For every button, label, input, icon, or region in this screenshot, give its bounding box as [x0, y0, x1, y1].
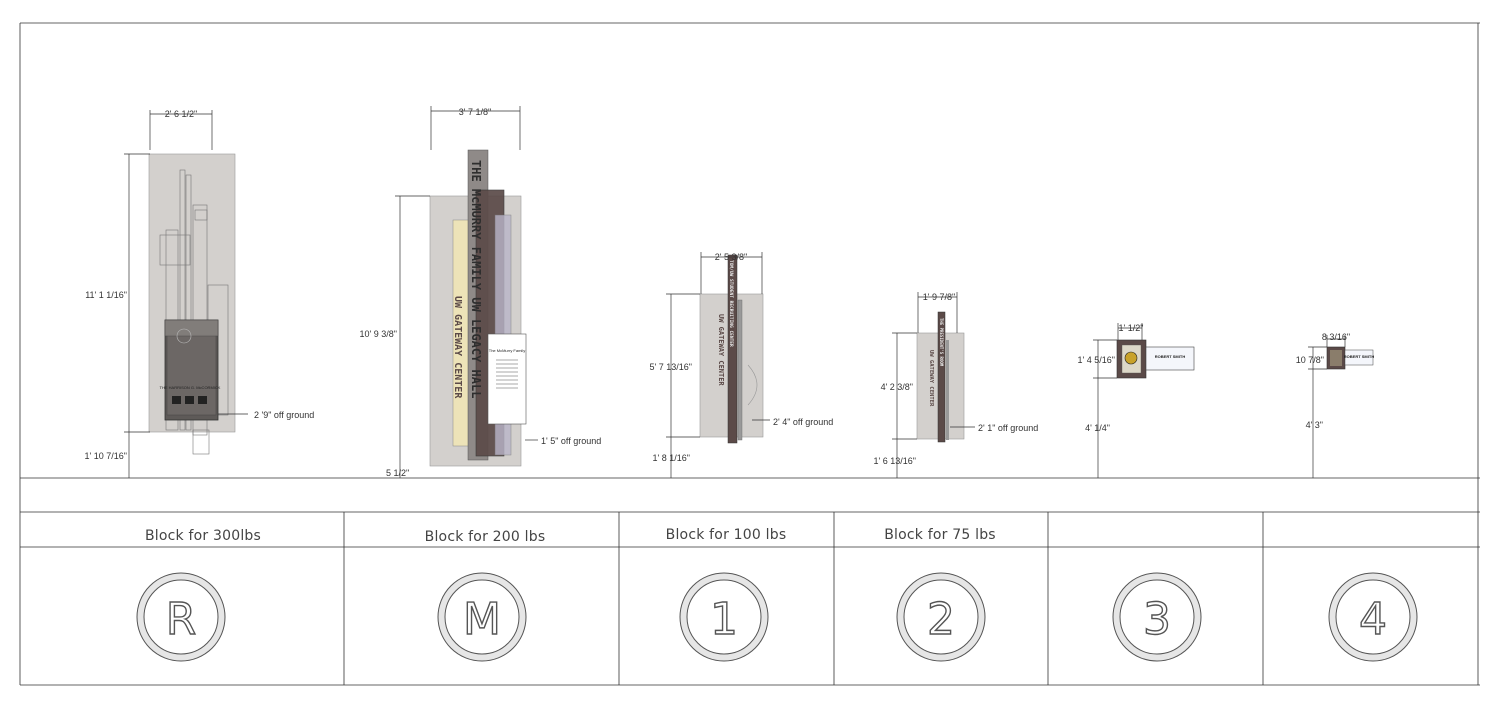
badge-m: M	[437, 572, 527, 662]
sign-4-elevation: ROBERT SMITH 8 3/16" 10 7/8" 4' 3"	[1296, 332, 1375, 478]
badge-2-number: 2	[927, 594, 955, 645]
sign-m-elevation: The McMurry Family THE McMURRY FAMILY UW…	[360, 106, 601, 478]
block-label-r: Block for 300lbs	[145, 528, 261, 544]
sign-2-ground-note: 2' 1" off ground	[978, 423, 1038, 433]
sign-1-elevation: TOM/UW STUDENT RECRUITING CENTER UW GATE…	[650, 252, 833, 478]
sign-1-vertical-text-2: UW GATEWAY CENTER	[717, 314, 725, 386]
sign-1-vertical-text-1: TOM/UW STUDENT RECRUITING CENTER	[728, 260, 734, 347]
sign-m-width-dim: 3' 7 1/8"	[459, 107, 491, 117]
sign-r-height-dim: 11' 1 1/16"	[85, 290, 127, 300]
badge-4-number: 4	[1359, 594, 1387, 645]
sign-m-vertical-text-1: THE McMURRY FAMILY UW LEGACY HALL	[469, 160, 483, 398]
badge-r-letter: R	[166, 594, 197, 645]
sign-r-ground-note: 2 '9" off ground	[254, 410, 314, 420]
block-label-1: Block for 100 lbs	[666, 527, 787, 543]
sign-4-width-dim: 8 3/16"	[1322, 332, 1350, 342]
sign-2-vertical-text-1: THE PRESIDENT'S ROOM	[939, 318, 944, 367]
badge-4: 4	[1328, 572, 1418, 662]
sign-4-plaque-name: ROBERT SMITH	[1344, 354, 1375, 359]
sign-1-base-dim: 1' 8 1/16"	[653, 453, 690, 463]
badge-1: 1	[679, 572, 769, 662]
sign-badges-row: R M 1 2 3 4	[136, 572, 1418, 662]
sign-2-elevation: THE PRESIDENT'S ROOM UW GATEWAY CENTER 1…	[874, 292, 1038, 478]
sign-r-elevation: THE HARRISON G. McCORMICK 2' 6 1/2" 11' …	[85, 109, 314, 478]
badge-2: 2	[896, 572, 986, 662]
sign-3-width-dim: 1' 1/2"	[1119, 323, 1144, 333]
sign-r-base-dim: 1' 10 7/16"	[85, 451, 127, 461]
sign-m-ground-note: 1' 5" off ground	[541, 436, 601, 446]
sign-2-height-dim: 4' 2 3/8"	[881, 382, 913, 392]
sign-1-ground-note: 2' 4" off ground	[773, 417, 833, 427]
sign-r-plaque-title: THE HARRISON G. McCORMICK	[160, 385, 221, 390]
block-label-2: Block for 75 lbs	[884, 527, 996, 543]
sign-4-base-dim: 4' 3"	[1306, 420, 1323, 430]
sign-3-height-dim: 1' 4 5/16"	[1078, 355, 1115, 365]
badge-1-number: 1	[710, 594, 738, 645]
sign-3-elevation: ROBERT SMITH 1' 1/2" 1' 4 5/16" 4' 1/4"	[1078, 323, 1195, 478]
sign-1-width-dim: 2' 5 3/8"	[715, 252, 747, 262]
sign-4-height-dim: 10 7/8"	[1296, 355, 1324, 365]
sign-m-height-dim: 10' 9 3/8"	[360, 329, 397, 339]
block-label-m: Block for 200 lbs	[425, 529, 546, 545]
badge-3-number: 3	[1143, 594, 1171, 645]
badge-r: R	[136, 572, 226, 662]
sign-2-width-dim: 1' 9 7/8"	[923, 292, 955, 302]
sign-3-base-dim: 4' 1/4"	[1085, 423, 1110, 433]
sign-m-base-dim: 5 1/2"	[386, 468, 409, 478]
sign-1-height-dim: 5' 7 13/16"	[650, 362, 692, 372]
badge-3: 3	[1112, 572, 1202, 662]
sign-m-plaque-title: The McMurry Family	[489, 348, 525, 353]
sheet-frame	[19, 22, 1480, 686]
sign-2-base-dim: 1' 6 13/16"	[874, 456, 916, 466]
sign-m-vertical-text-2: UW GATEWAY CENTER	[452, 296, 463, 399]
sign-3-plaque-name: ROBERT SMITH	[1155, 354, 1186, 359]
badge-m-letter: M	[463, 594, 501, 645]
sign-2-vertical-text-2: UW GATEWAY CENTER	[928, 350, 934, 407]
block-labels-row: Block for 300lbs Block for 200 lbs Block…	[145, 527, 996, 545]
sign-r-width-dim: 2' 6 1/2"	[165, 109, 197, 119]
